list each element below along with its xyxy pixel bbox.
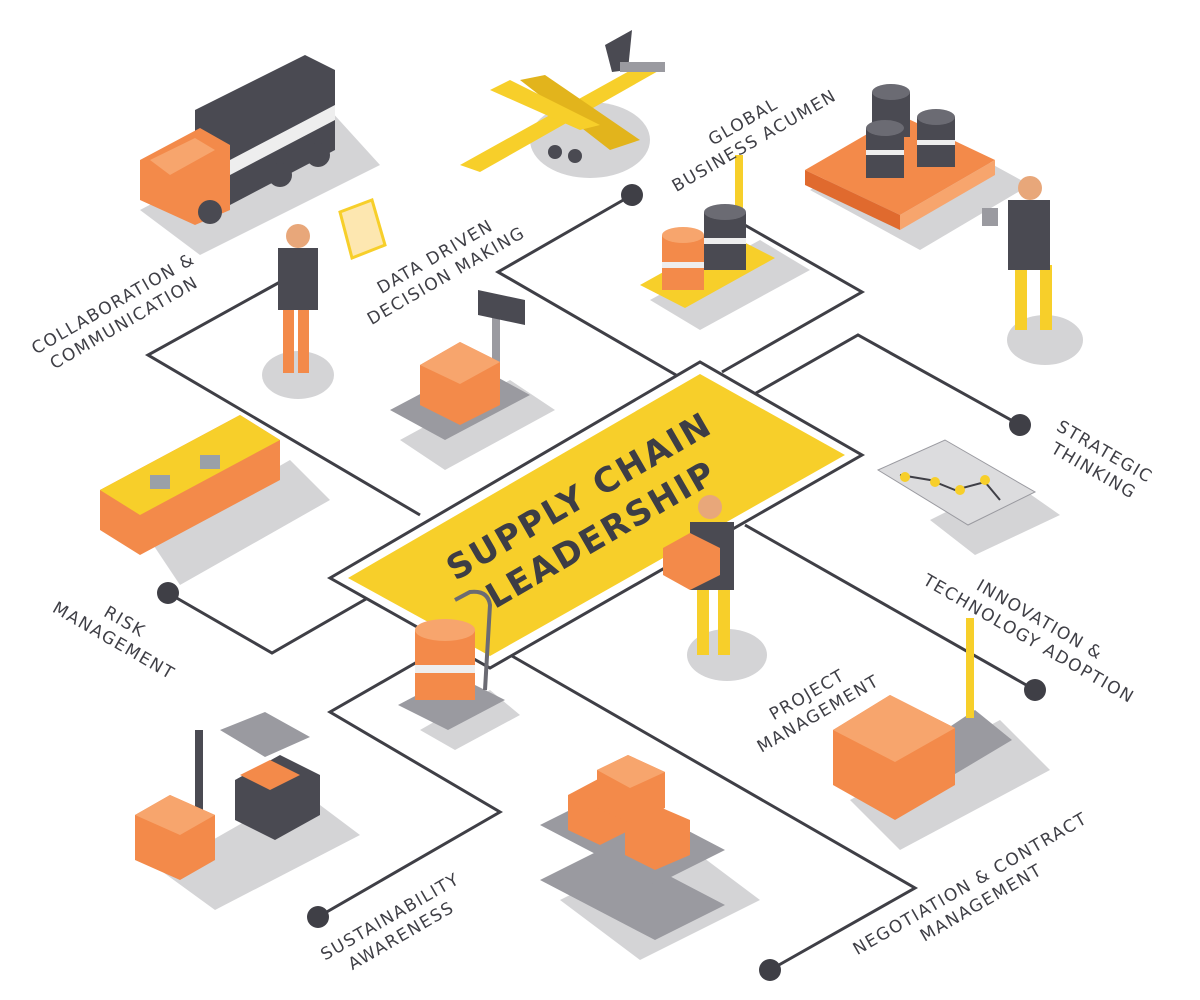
airplane-illustration [460,30,665,178]
connector-sustainability [317,648,503,919]
hand-cart-barrel-illustration [398,589,520,750]
forklift-illustration [135,712,360,910]
truck-illustration [140,55,380,255]
connector-lines [144,184,1046,981]
person-data-board-illustration [262,198,387,399]
node-dot [759,959,781,981]
table-crates-illustration [540,755,760,960]
pallet-jack-crate-illustration [833,618,1050,850]
connector-data-driven [494,193,677,377]
connector-global [714,206,866,374]
scale-crate-illustration [390,290,555,470]
node-dot [1024,679,1046,701]
connector-negotiation [511,654,919,972]
person-carrying-box-illustration [663,495,767,681]
train-illustration [100,415,330,585]
node-dot [307,906,329,928]
barrels-pallet-illustration [805,84,1030,250]
node-dot [1009,414,1031,436]
label-strategic: STRATEGIC THINKING [1047,417,1156,504]
connector-innovation [744,523,1036,692]
strategy-board-illustration [876,439,1060,555]
label-sustainability: SUSTAINABILITY AWARENESS [318,869,464,974]
connector-strategic [734,333,1021,427]
node-dot [621,184,643,206]
node-dot [157,582,179,604]
connector-collaboration [144,280,421,517]
person-tablet-illustration [982,176,1083,365]
label-collaboration: COLLABORATION & COMMUNICATION [28,249,202,374]
pallet-jack-barrels-illustration [640,155,810,330]
center-banner: SUPPLY CHAIN LEADERSHIP [326,360,866,670]
